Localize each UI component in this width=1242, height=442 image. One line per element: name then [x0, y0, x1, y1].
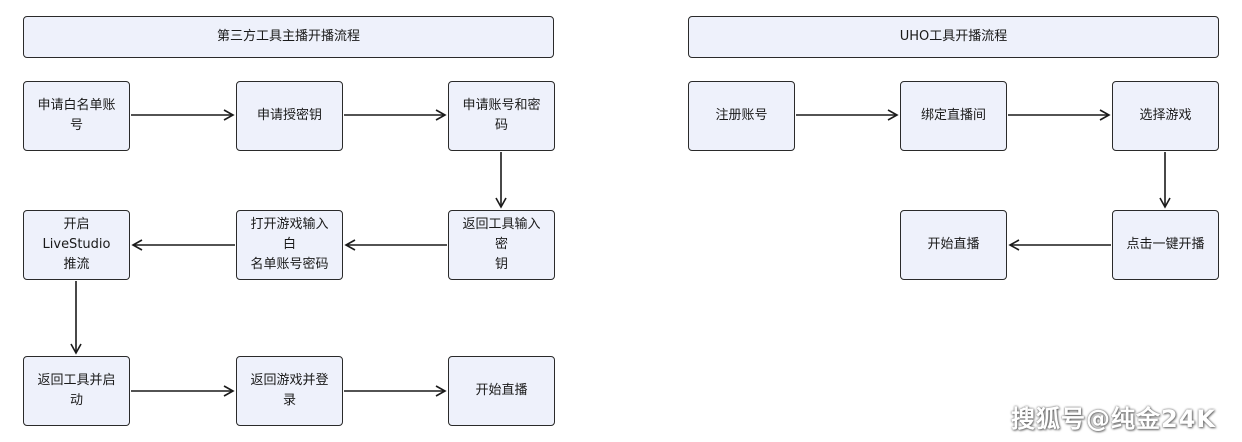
left-flow-title: 第三方工具主播开播流程	[23, 16, 554, 58]
step-start-livestudio-stream: 开启LiveStudio 推流	[23, 210, 130, 280]
step-one-click-start: 点击一键开播	[1112, 210, 1219, 280]
right-flow-title: UHO工具开播流程	[688, 16, 1219, 58]
step-apply-account-password: 申请账号和密码	[448, 81, 555, 151]
step-bind-live-room: 绑定直播间	[900, 81, 1007, 151]
step-register-account: 注册账号	[688, 81, 795, 151]
step-return-tool-launch: 返回工具并启动	[23, 356, 130, 426]
step-apply-auth-key: 申请授密钥	[236, 81, 343, 151]
step-return-tool-enter-key: 返回工具输入密 钥	[448, 210, 555, 280]
step-return-game-login: 返回游戏并登录	[236, 356, 343, 426]
step-open-game-enter-credentials: 打开游戏输入白 名单账号密码	[236, 210, 343, 280]
step-apply-whitelist-account: 申请白名单账号	[23, 81, 130, 151]
watermark-text: 搜狐号@纯金24K	[1011, 405, 1216, 433]
step-select-game: 选择游戏	[1112, 81, 1219, 151]
step-start-live-right: 开始直播	[900, 210, 1007, 280]
step-start-live-left: 开始直播	[448, 356, 555, 426]
